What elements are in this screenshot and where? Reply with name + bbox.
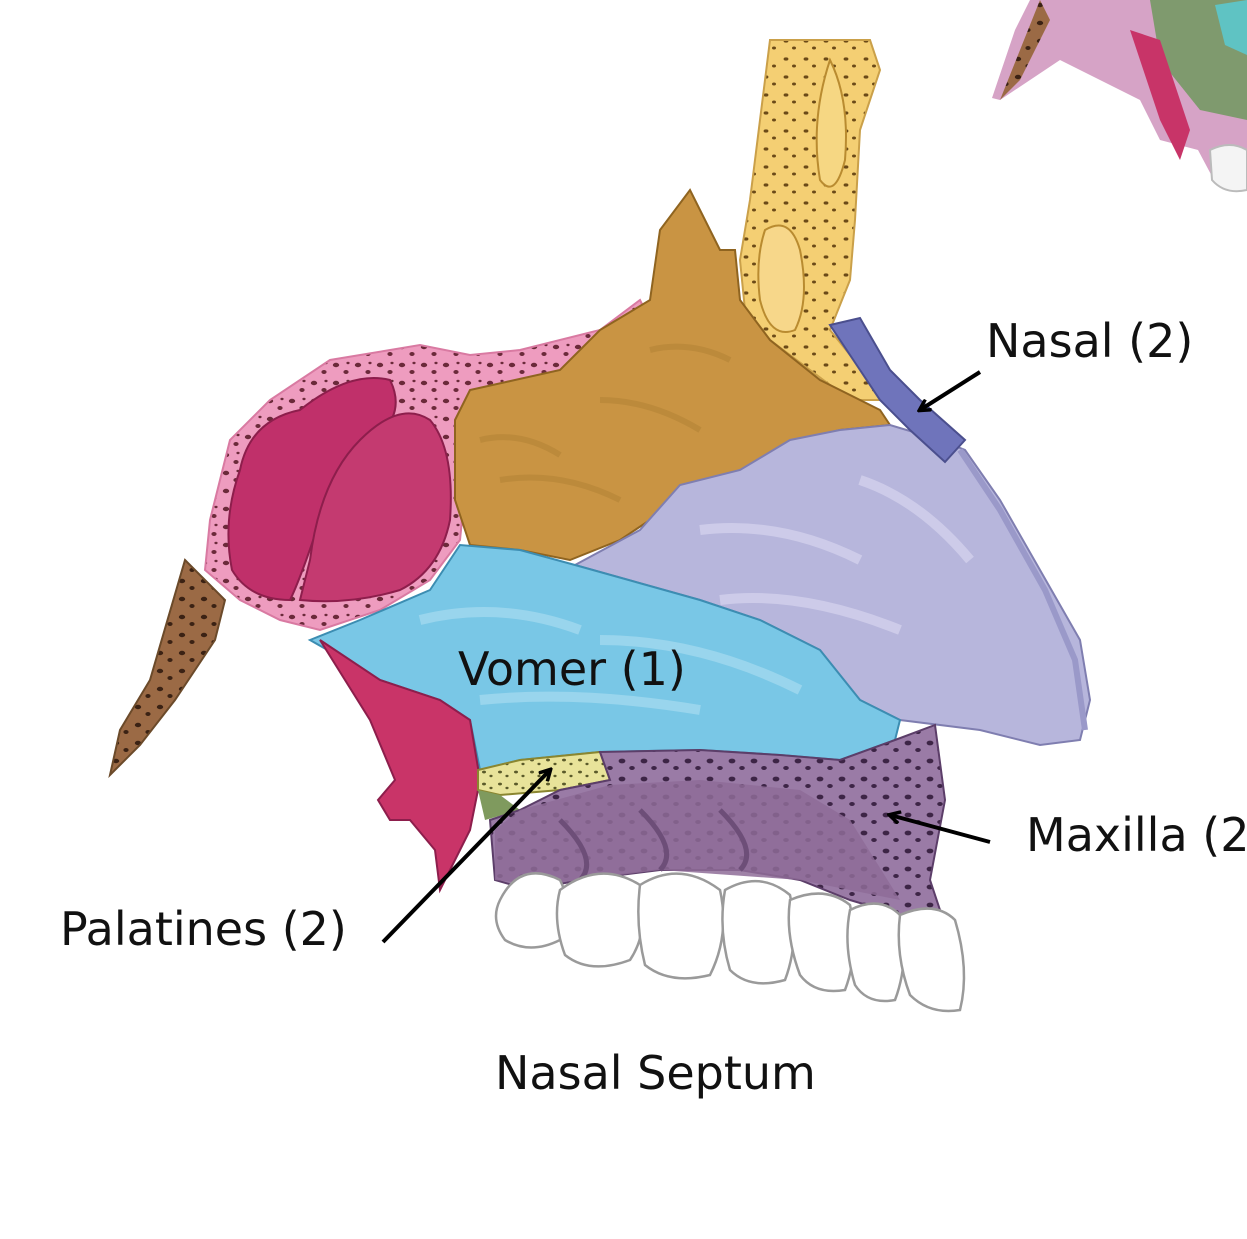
sphenoid-sinus-right — [298, 412, 452, 603]
label-maxilla: Maxilla (2 — [1026, 808, 1247, 862]
label-vomer: Vomer (1) — [458, 642, 686, 696]
diagram-caption: Nasal Septum — [495, 1046, 816, 1100]
label-palatines: Palatines (2) — [60, 902, 347, 956]
nasal-bone — [828, 316, 967, 464]
nasal-arrow-icon — [920, 370, 982, 410]
pterygoid-plate — [108, 558, 227, 779]
maxilla-arrow-icon — [890, 815, 991, 844]
ethmoid-perpendicular-plate — [454, 188, 892, 562]
label-nasal: Nasal (2) — [986, 314, 1194, 368]
teeth — [494, 872, 966, 1013]
soft-tissue — [319, 639, 482, 894]
adjacent-figure-fragment — [992, 0, 1247, 193]
frontal-sinus — [757, 224, 805, 333]
palatines-arrow-icon — [381, 770, 550, 944]
